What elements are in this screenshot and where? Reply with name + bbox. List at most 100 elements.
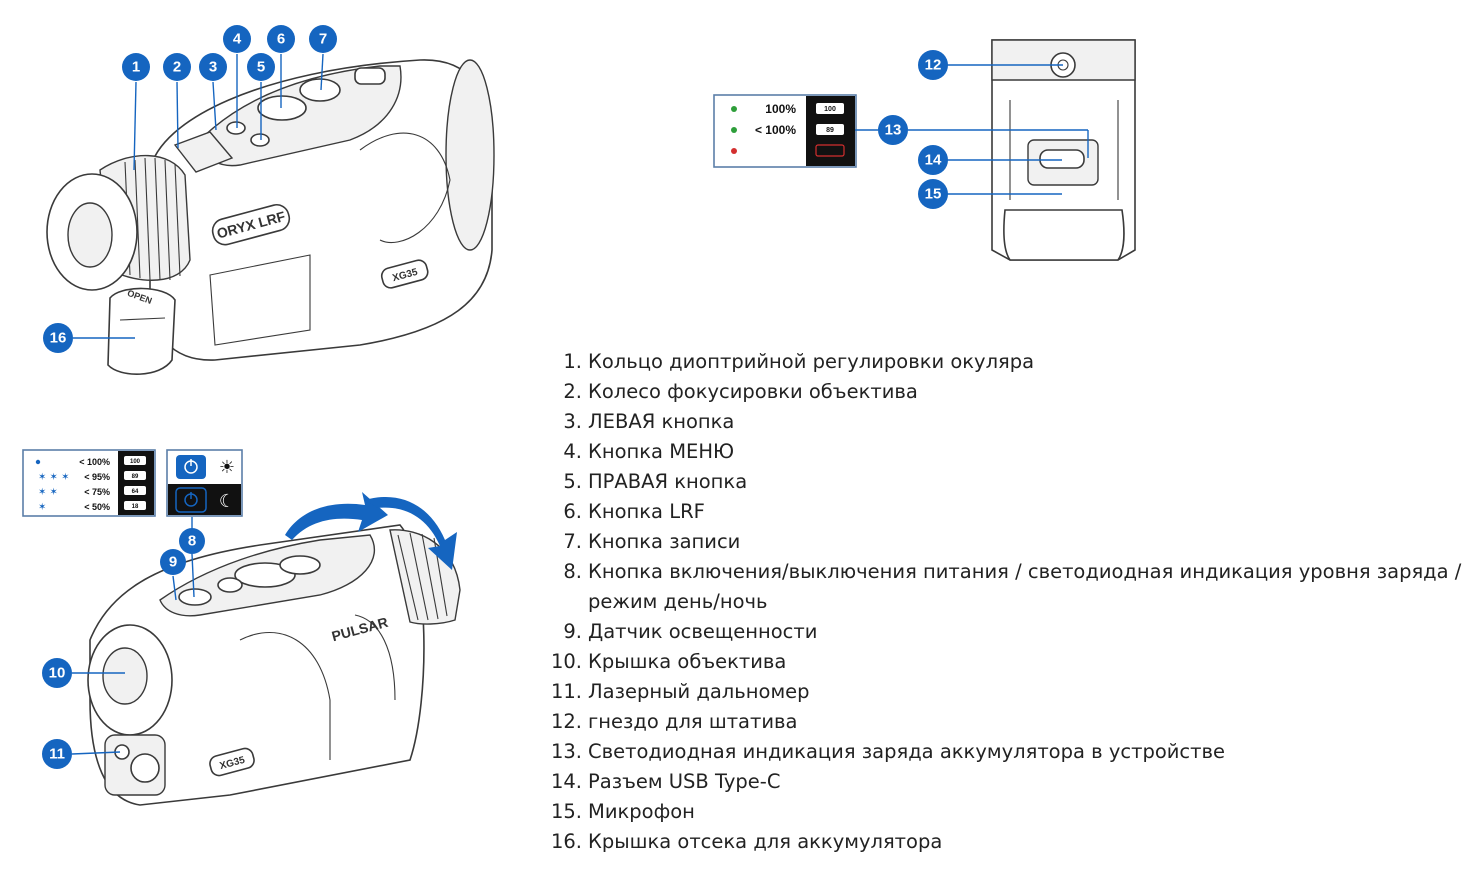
- svg-text:14: 14: [925, 152, 942, 169]
- legend-item: 15.Микрофон: [548, 797, 1461, 827]
- lrf-button-shape: [257, 95, 307, 121]
- callout-4: 4: [223, 25, 251, 53]
- internal-row1-label: 100%: [765, 102, 796, 116]
- callout-15: 15: [918, 179, 948, 209]
- legend-item: 9. Датчик освещенности: [548, 617, 1461, 647]
- internal-row1-led: [731, 106, 737, 112]
- record-button-shape: [299, 78, 341, 102]
- svg-text:8: 8: [188, 533, 196, 550]
- callout-6: 6: [267, 25, 295, 53]
- external-row3-label: < 75%: [84, 487, 110, 497]
- model-plate-top: [211, 203, 291, 246]
- legend-text: Кнопка включения/выключения питания / св…: [588, 560, 1462, 583]
- usb-port-shape: [1039, 149, 1085, 169]
- sun-icon: ☀: [219, 457, 235, 478]
- device-top-view: ORYX LRF XG35 OPEN: [46, 59, 495, 375]
- focus-wheel-shape: [173, 131, 234, 173]
- legend-text: Крышка отсека для аккумулятора: [588, 830, 943, 853]
- callout-9: 9: [160, 549, 186, 575]
- legend-number: 13.: [550, 740, 582, 763]
- external-row4-label: < 50%: [84, 502, 110, 512]
- blink-icon: ✶: [38, 502, 46, 513]
- legend-text: Лазерный дальномер: [588, 680, 810, 703]
- svg-text:6: 6: [277, 31, 285, 48]
- internal-battery-indicator: 100% < 100% 100 89: [713, 94, 857, 168]
- legend-item: 11. Лазерный дальномер: [548, 677, 1461, 707]
- power-day-icon: [176, 455, 206, 479]
- svg-text:13: 13: [885, 122, 902, 139]
- power-button-shape: [178, 588, 212, 606]
- internal-row2-badge: 89: [826, 127, 834, 134]
- leaders-top-right: [855, 64, 1089, 195]
- external-battery-indicator: ✶ ✶ ✶ ✶ ✶ ✶ < 100% < 95% < 75% < 50% 100…: [22, 449, 156, 517]
- svg-text:4: 4: [233, 31, 242, 48]
- callout-1: 1: [122, 53, 150, 81]
- callout-14: 14: [918, 145, 948, 175]
- callout-13: 13: [878, 115, 908, 145]
- callout-11: 11: [42, 739, 72, 769]
- legend-text: Светодиодная индикация заряда аккумулято…: [588, 740, 1225, 763]
- legend-number: 10.: [550, 650, 582, 673]
- svg-text:7: 7: [319, 31, 327, 48]
- internal-row2-label: < 100%: [755, 123, 796, 137]
- day-night-indicator: ☀ ☾: [166, 449, 243, 517]
- svg-text:15: 15: [925, 186, 942, 203]
- internal-row2-led: [731, 127, 737, 133]
- callout-16: 16: [43, 323, 73, 353]
- legend-item: 5.ПРАВАЯ кнопка: [548, 467, 1461, 497]
- svg-text:9: 9: [169, 554, 177, 571]
- legend-number: 11.: [550, 680, 582, 703]
- callout-8: 8: [179, 528, 205, 554]
- legend-number: 9.: [563, 620, 582, 643]
- legend-text: Кольцо диоптрийной регулировки окуляра: [588, 350, 1035, 373]
- legend-text: режим день/ночь: [588, 590, 768, 613]
- right-button-shape: [250, 133, 270, 147]
- legend-number: 1.: [563, 350, 582, 373]
- legend-number: 2.: [563, 380, 582, 403]
- legend-item: 6.Кнопка LRF: [548, 497, 1461, 527]
- svg-text:5: 5: [257, 59, 265, 76]
- legend-number: 3.: [563, 410, 582, 433]
- svg-text:3: 3: [209, 59, 217, 76]
- legend-number: 16.: [550, 830, 582, 853]
- svg-text:12: 12: [925, 57, 942, 74]
- parts-legend: 1. Кольцо диоптрийной регулировки окуляра…: [548, 347, 1461, 857]
- legend-item: 14.Разъем USB Type-C: [548, 767, 1461, 797]
- legend-item: 13. Светодиодная индикация заряда аккумул…: [548, 737, 1461, 767]
- legend-number: 4.: [563, 440, 582, 463]
- legend-item: 4. Кнопка МЕНЮ: [548, 437, 1461, 467]
- rotate-arrow-left-icon: [285, 492, 388, 540]
- legend-text: гнездо для штатива: [588, 710, 798, 733]
- blink-icon: ✶ ✶ ✶: [38, 472, 70, 483]
- battery-empty-icon: [815, 144, 845, 157]
- device-front-view: PULSAR XG35: [87, 492, 461, 806]
- callout-10: 10: [42, 658, 72, 688]
- external-row4-badge: 18: [132, 504, 139, 510]
- legend-text: Кнопка МЕНЮ: [588, 440, 735, 463]
- internal-row1-badge: 100: [824, 106, 836, 113]
- legend-item: 8. Кнопка включения/выключения питания / …: [548, 557, 1461, 587]
- callout-12: 12: [918, 50, 948, 80]
- device-bottom-view: [991, 39, 1136, 261]
- legend-text: Колесо фокусировки объектива: [588, 380, 918, 403]
- blink-icon: ✶ ✶: [38, 487, 58, 498]
- external-row2-label: < 95%: [84, 472, 110, 482]
- svg-text:10: 10: [49, 665, 66, 682]
- legend-number: 8.: [563, 560, 582, 583]
- legend-item: 2. Колесо фокусировки объектива: [548, 377, 1461, 407]
- legend-text: Крышка объектива: [588, 650, 787, 673]
- legend-text: Разъем USB Type-C: [588, 770, 781, 793]
- legend-text: ЛЕВАЯ кнопка: [588, 410, 735, 433]
- legend-number: 12.: [550, 710, 582, 733]
- legend-item: 7.Кнопка записи: [548, 527, 1461, 557]
- svg-text:11: 11: [49, 746, 65, 763]
- callout-7: 7: [309, 25, 337, 53]
- external-row3-badge: 64: [132, 489, 139, 495]
- legend-item: 3. ЛЕВАЯ кнопка: [548, 407, 1461, 437]
- legend-text: Датчик освещенности: [588, 620, 818, 643]
- legend-item: 1. Кольцо диоптрийной регулировки окуляра: [548, 347, 1461, 377]
- external-row1-badge: 100: [130, 459, 141, 465]
- battery-cover-shape: [107, 287, 176, 375]
- external-row1-label: < 100%: [79, 457, 110, 467]
